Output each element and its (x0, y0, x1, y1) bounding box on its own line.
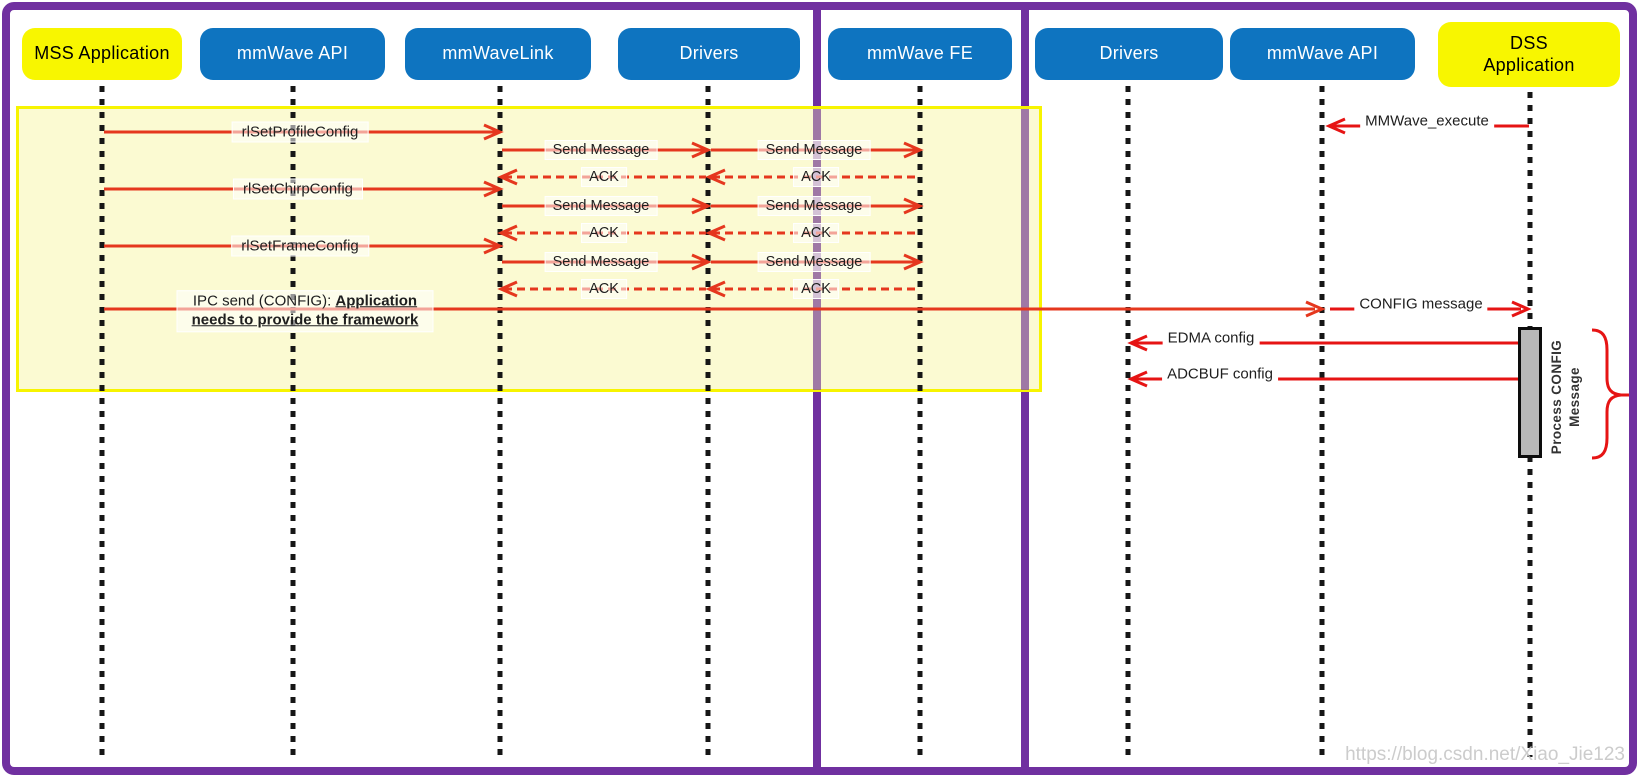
participant-drivers-right: Drivers (1035, 28, 1223, 80)
participant-drivers-left: Drivers (618, 28, 800, 80)
dss-activation-bar (1518, 327, 1542, 458)
label-send-message: Send Message (757, 196, 871, 216)
participant-label: mmWave FE (866, 43, 974, 64)
label-rlsetframeconfig: rlSetFrameConfig (231, 235, 369, 257)
arrow-ack-3a (497, 280, 706, 298)
arrow-ack-2b (705, 224, 918, 242)
label-ack: ACK (581, 167, 627, 187)
label-mmwave-execute: MMWave_execute (1360, 112, 1494, 130)
ipc-prefix: IPC send (CONFIG): (192, 292, 336, 310)
process-config-brace (1591, 328, 1634, 460)
label-send-message: Send Message (544, 140, 658, 160)
participant-mmwave-api-left: mmWave API (200, 28, 385, 80)
participant-label: mmWave API (1266, 43, 1379, 64)
participant-label: Drivers (679, 43, 739, 64)
participant-label: mmWaveLink (442, 43, 554, 64)
label-adcbuf-config: ADCBUF config (1162, 365, 1278, 383)
label-send-message: Send Message (757, 252, 871, 272)
label-ack: ACK (793, 167, 839, 187)
participant-mss-application: MSS Application (22, 28, 182, 80)
arrow-ack-3b (705, 280, 918, 298)
config-highlight-region (16, 106, 1042, 392)
arrow-ack-1b (705, 168, 918, 186)
label-config-message: CONFIG message (1354, 295, 1488, 313)
participant-label: Drivers (1099, 43, 1159, 64)
ipc-emphasis: Application needs to provide the framewo… (191, 292, 419, 328)
label-ack: ACK (793, 223, 839, 243)
section-divider-right-muted (1021, 109, 1029, 390)
process-config-note: Process CONFIG Message (1548, 332, 1586, 462)
label-send-message: Send Message (544, 252, 658, 272)
label-rlsetprofileconfig: rlSetProfileConfig (231, 121, 369, 143)
section-divider-left-muted (813, 109, 821, 390)
participant-mmwave-fe: mmWave FE (828, 28, 1012, 80)
participant-mmwavelink: mmWaveLink (405, 28, 591, 80)
participant-dss-application: DSS Application (1438, 22, 1620, 87)
participant-label: MSS Application (34, 43, 170, 64)
process-config-note-line2: Message (1567, 367, 1583, 427)
label-send-message: Send Message (757, 140, 871, 160)
label-edma-config: EDMA config (1162, 329, 1260, 347)
label-ipc-send-config: IPC send (CONFIG): Application needs to … (176, 290, 434, 332)
watermark: https://blog.csdn.net/Xiao_Jie123 (1345, 744, 1625, 765)
participant-mmwave-api-right: mmWave API (1230, 28, 1415, 80)
process-config-note-line1: Process CONFIG (1549, 339, 1564, 455)
label-ack: ACK (581, 279, 627, 299)
label-rlsetchirpconfig: rlSetChirpConfig (232, 178, 364, 200)
label-send-message: Send Message (544, 196, 658, 216)
label-ack: ACK (793, 279, 839, 299)
label-ack: ACK (581, 223, 627, 243)
participant-label: DSS Application (1483, 32, 1575, 75)
participant-label: mmWave API (236, 43, 349, 64)
arrow-ack-2a (497, 224, 706, 242)
arrow-ack-1a (497, 168, 706, 186)
